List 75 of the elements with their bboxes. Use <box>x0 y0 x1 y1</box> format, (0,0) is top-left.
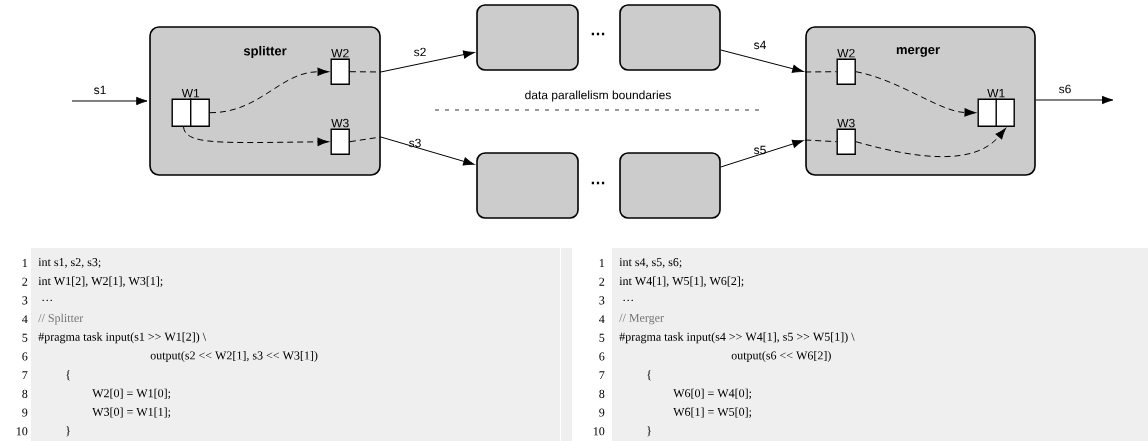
line-number: 8 <box>22 389 28 398</box>
arrow <box>855 128 1006 158</box>
code-line: W2[0] = W1[0]; <box>92 388 171 399</box>
code-line: … <box>623 299 633 302</box>
line-number: 7 <box>599 371 605 380</box>
edge-label: s6 <box>1059 84 1071 94</box>
code-line: { <box>66 370 70 381</box>
edge-label: s3 <box>409 138 421 148</box>
line-number: 6 <box>22 352 28 361</box>
code-line: #pragma task input(s1 >> W1[2]) \ <box>38 332 207 344</box>
code-line: W6[0] = W4[0]; <box>673 388 752 399</box>
arrow <box>855 71 976 117</box>
arrow <box>720 49 804 73</box>
line-number: 4 <box>599 315 605 324</box>
line-number: 9 <box>22 408 28 417</box>
ellipsis: … <box>591 32 605 36</box>
line-number: 1 <box>599 259 605 267</box>
node-label: W2 <box>331 48 349 58</box>
arrow <box>380 50 475 73</box>
line-number: 5 <box>22 333 28 342</box>
buffer-cell: W2 <box>836 48 856 85</box>
code-line: } <box>66 426 70 437</box>
code-line: W3[0] = W1[1]; <box>92 407 171 418</box>
ellipsis: … <box>591 181 605 185</box>
code-line: int W1[2], W2[1], W3[1]; <box>38 276 163 287</box>
line-number: 2 <box>22 277 28 286</box>
edge-label: s2 <box>414 47 426 57</box>
line-number: 2 <box>599 277 605 286</box>
node-label: W3 <box>837 118 855 128</box>
code-line: int s4, s5, s6; <box>619 258 682 268</box>
process-box <box>619 152 721 219</box>
buffer-cell: W1 <box>977 89 1015 128</box>
note-text: data parallelism boundaries <box>525 90 671 102</box>
edge-label: s4 <box>754 40 766 50</box>
code-line: … <box>42 299 52 302</box>
line-number: 10 <box>593 427 605 436</box>
node-label: W2 <box>837 48 855 58</box>
line-number: 7 <box>22 371 28 380</box>
code-line: W6[1] = W5[0]; <box>673 407 752 418</box>
arrow <box>317 137 329 146</box>
code-line: output(s6 << W6[2]) <box>731 351 831 362</box>
buffer-cell: W1 <box>171 89 210 128</box>
line-number: 3 <box>22 296 28 305</box>
code-line: int W4[1], W5[1], W6[2]; <box>619 276 744 287</box>
buffer-cell: W2 <box>330 48 350 85</box>
edge-label: s5 <box>754 145 766 155</box>
line-number: 9 <box>599 408 605 417</box>
line-number: 10 <box>16 427 28 436</box>
code-line: // Splitter <box>38 313 84 325</box>
code-line: int s1, s2, s3; <box>38 258 101 268</box>
line-number: 6 <box>599 352 605 361</box>
buffer-cell: W3 <box>330 118 350 155</box>
arrow <box>380 136 475 166</box>
process-box <box>619 4 721 71</box>
node-label: W3 <box>331 118 349 128</box>
node-label: W1 <box>181 89 200 98</box>
arrow <box>1035 95 1114 105</box>
buffer-cell: W3 <box>836 118 856 155</box>
line-number: 8 <box>599 389 605 398</box>
line-number: 3 <box>599 296 605 305</box>
line-number: 4 <box>22 315 28 324</box>
line-number: 1 <box>22 259 28 267</box>
edge-label: s1 <box>94 85 106 95</box>
process-box <box>476 152 579 219</box>
code-line: } <box>647 426 651 437</box>
arrow <box>720 139 804 168</box>
code-line: { <box>647 370 651 381</box>
node-label: W1 <box>987 89 1005 98</box>
code-line: output(s2 << W2[1], s3 << W3[1]) <box>150 351 318 362</box>
process-box <box>476 4 579 71</box>
line-number: 5 <box>599 333 605 342</box>
arrow <box>209 67 329 114</box>
code-line: // Merger <box>619 313 664 325</box>
code-line: #pragma task input(s4 >> W4[1], s5 >> W5[1]) \ <box>619 332 855 344</box>
arrow <box>71 96 148 106</box>
